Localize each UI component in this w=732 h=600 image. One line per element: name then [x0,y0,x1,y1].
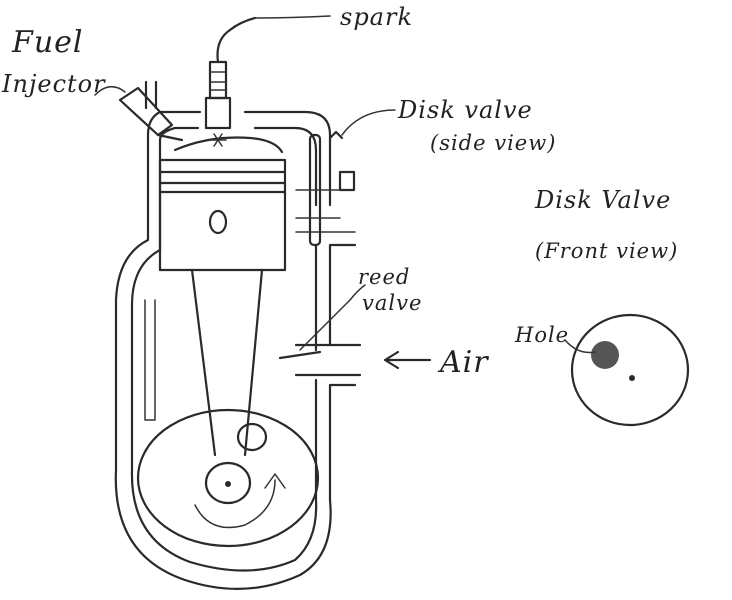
transfer-passage [144,299,156,421]
disk-hole [591,341,619,369]
label-air: Air [437,345,489,380]
spark-leader [254,15,331,19]
air-arrow [383,350,432,370]
crankshaft [136,408,320,548]
label-valve: valve [362,291,422,315]
spark-plug [204,16,257,147]
engine-casing-inner [130,126,318,572]
connecting-rod [190,268,264,457]
label-disk-valve-front: Disk Valve [534,186,671,214]
engine-casing-outer [114,110,357,590]
piston [158,158,287,272]
label-disk-valve-front-sub: (Front view) [535,239,678,263]
reed-valve-leader [349,284,366,301]
label-hole: Hole [514,323,569,347]
fuel-injector-leader [94,86,126,96]
label-fuel: Fuel [11,25,84,60]
reed-valve [278,299,362,377]
label-spark: spark [340,3,413,31]
label-disk-valve-side-sub: (side view) [430,131,556,155]
label-disk-valve-side: Disk valve [397,96,533,124]
disk-valve-front [564,313,690,427]
disk-valve-leader [341,109,396,136]
label-injector: Injector [1,70,106,98]
label-reed: reed [358,265,410,289]
disk-valve-side [295,130,356,247]
fuel-injector [118,80,184,142]
combustion-chamber [173,136,284,154]
